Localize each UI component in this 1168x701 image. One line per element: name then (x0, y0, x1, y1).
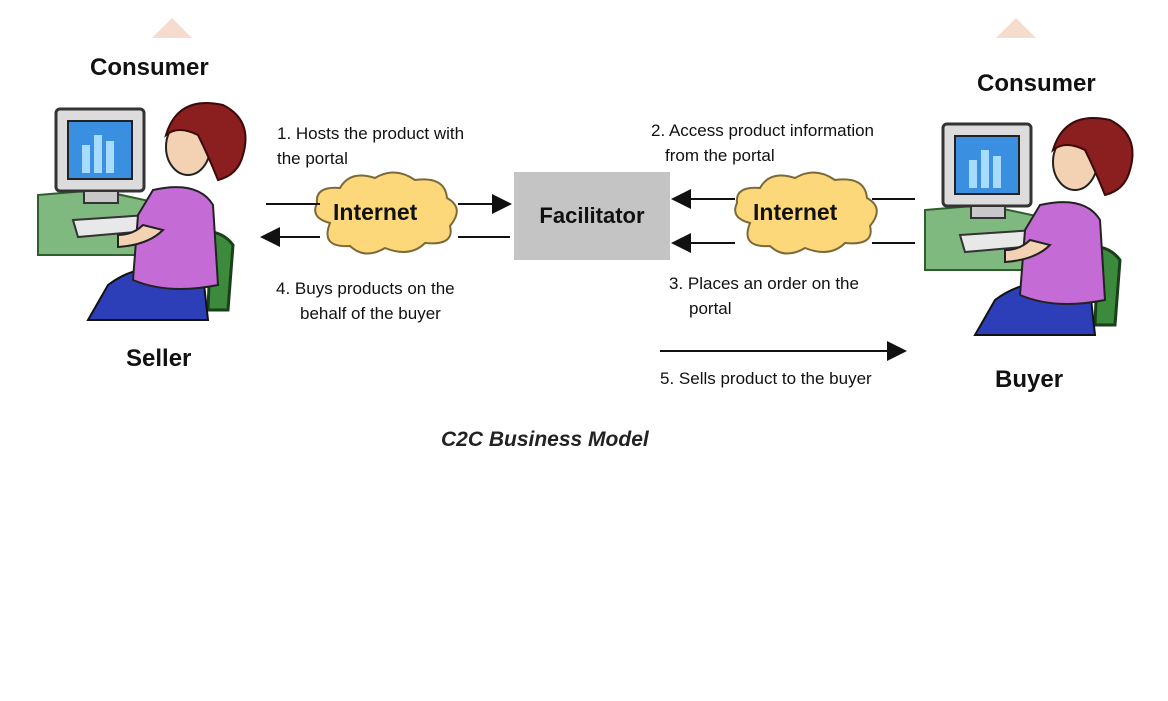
internet-cloud-right (734, 171, 878, 255)
buyer-illustration (924, 117, 1134, 336)
step-5-label: 5. Sells product to the buyer (660, 369, 872, 388)
step-3-label: 3. Places an order on the portal (669, 271, 859, 321)
step-1-label: 1. Hosts the product with the portal (277, 121, 464, 171)
step-4-line-2: behalf of the buyer (300, 304, 441, 323)
facilitator-box (514, 172, 670, 260)
diagram-caption: C2C Business Model (441, 428, 649, 451)
step-2-line-1: 2. Access product information (651, 121, 875, 140)
step-1-line-2: the portal (277, 149, 348, 168)
facilitator-label: Facilitator (539, 203, 645, 228)
internet-right-label: Internet (753, 199, 838, 225)
step-1-line-1: 1. Hosts the product with (277, 124, 465, 143)
internet-cloud-left (314, 171, 458, 255)
buyer-title: Buyer (995, 366, 1064, 393)
seller-illustration (37, 102, 247, 321)
step-3-line-2: portal (689, 299, 732, 318)
seller-title: Seller (126, 345, 192, 372)
seller-role-label: Consumer (90, 54, 209, 81)
decorative-triangle-left (152, 18, 192, 38)
step-2-line-2: from the portal (665, 146, 775, 165)
decorative-triangle-right (996, 18, 1036, 38)
buyer-role-label: Consumer (977, 70, 1096, 97)
step-2-label: 2. Access product information from the p… (651, 118, 874, 168)
internet-left-label: Internet (333, 199, 418, 225)
step-4-label: 4. Buys products on the behalf of the bu… (276, 276, 455, 326)
step-4-line-1: 4. Buys products on the (276, 279, 455, 298)
step-3-line-1: 3. Places an order on the (669, 274, 859, 293)
